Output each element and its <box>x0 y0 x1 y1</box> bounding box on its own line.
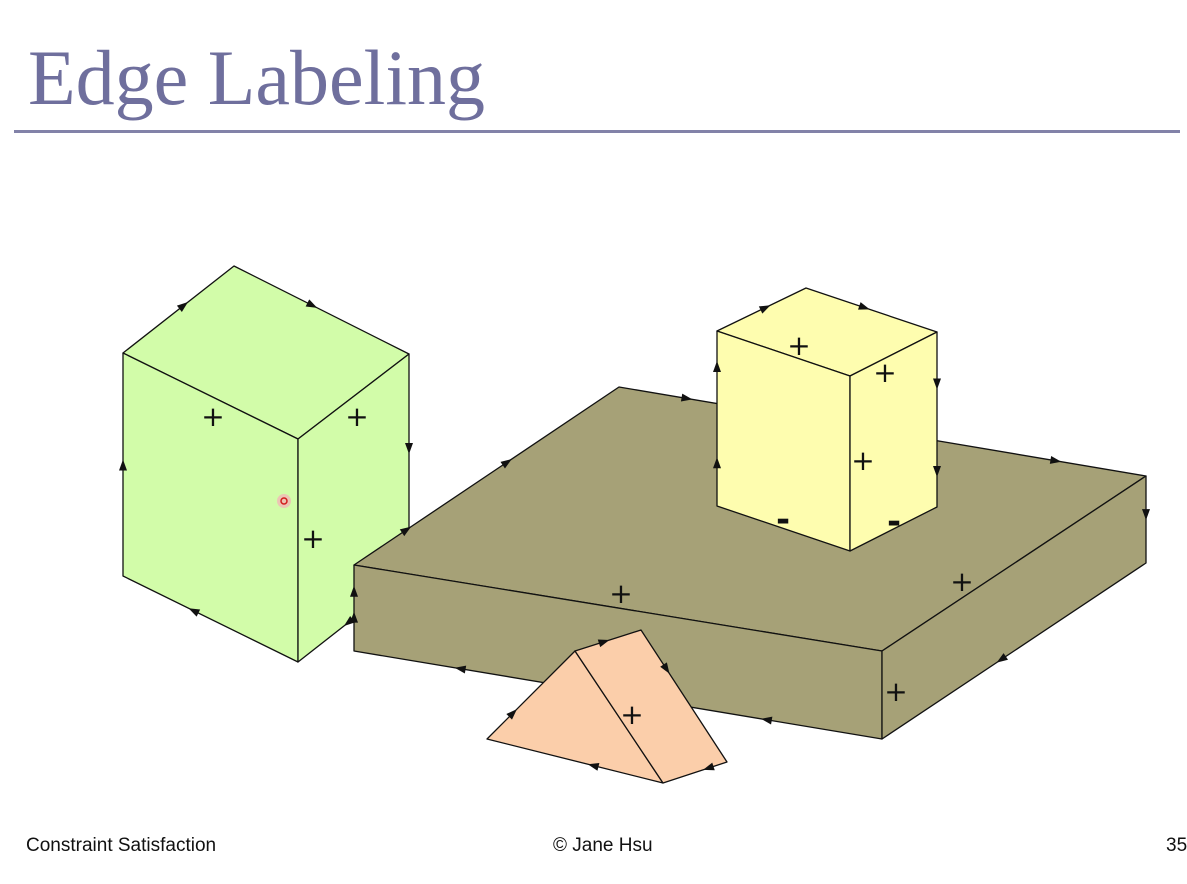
label-plus: + <box>884 675 907 708</box>
edge-arrow-icon <box>188 608 201 617</box>
slide-title: Edge Labeling <box>28 34 485 121</box>
green-block <box>122 265 410 663</box>
edge-arrow-icon <box>587 762 600 771</box>
footer-left-text: Constraint Satisfaction <box>26 835 217 856</box>
wedge-block <box>486 629 728 784</box>
edge-arrow-icon <box>713 457 721 469</box>
edge-arrow-icon <box>350 585 358 597</box>
label-minus: - <box>776 500 790 540</box>
label-plus: + <box>851 444 874 477</box>
page-number: 35 <box>1166 835 1187 856</box>
edge-arrow-icon <box>119 459 127 471</box>
edge-arrow-icon <box>713 361 721 372</box>
pointer-marker <box>277 494 291 508</box>
edge-arrow-icon <box>500 459 512 469</box>
edge-arrow-icon <box>1142 509 1150 521</box>
label-minus: - <box>887 502 901 542</box>
edge-arrow-icon <box>680 393 693 402</box>
edge-arrow-icon <box>1049 455 1062 464</box>
edge-arrow-icon <box>760 716 773 725</box>
label-plus: + <box>201 400 224 433</box>
title-divider <box>14 130 1180 133</box>
edge-arrow-icon <box>399 526 412 537</box>
edge-arrow-icon <box>758 305 771 314</box>
edge-arrow-icon <box>350 611 358 623</box>
label-plus: + <box>873 356 896 389</box>
label-plus: + <box>345 400 368 433</box>
edge-arrow-icon <box>454 665 467 674</box>
edge-arrows <box>119 299 1150 771</box>
label-plus: + <box>950 565 973 598</box>
edge-arrow-icon <box>858 302 870 310</box>
edge-arrow-icon <box>660 662 670 674</box>
edge-arrow-icon <box>343 616 356 626</box>
edge-arrow-icon <box>996 653 1009 663</box>
edge-arrow-icon <box>703 762 715 771</box>
label-plus: + <box>609 577 632 610</box>
footer-copyright: © Jane Hsu <box>553 835 653 856</box>
label-plus: + <box>620 698 643 731</box>
edge-arrow-icon <box>176 302 189 312</box>
edge-arrow-icon <box>305 299 318 308</box>
edge-arrow-icon <box>933 378 941 390</box>
edge-arrow-icon <box>597 639 610 648</box>
label-plus: + <box>301 522 324 555</box>
edge-labels: + + + + + + - - + + + + <box>201 329 973 731</box>
edge-arrow-icon <box>933 466 941 477</box>
label-plus: + <box>787 329 810 362</box>
edge-arrow-icon <box>405 443 413 454</box>
edge-arrow-icon <box>506 709 517 720</box>
yellow-block <box>716 287 938 552</box>
